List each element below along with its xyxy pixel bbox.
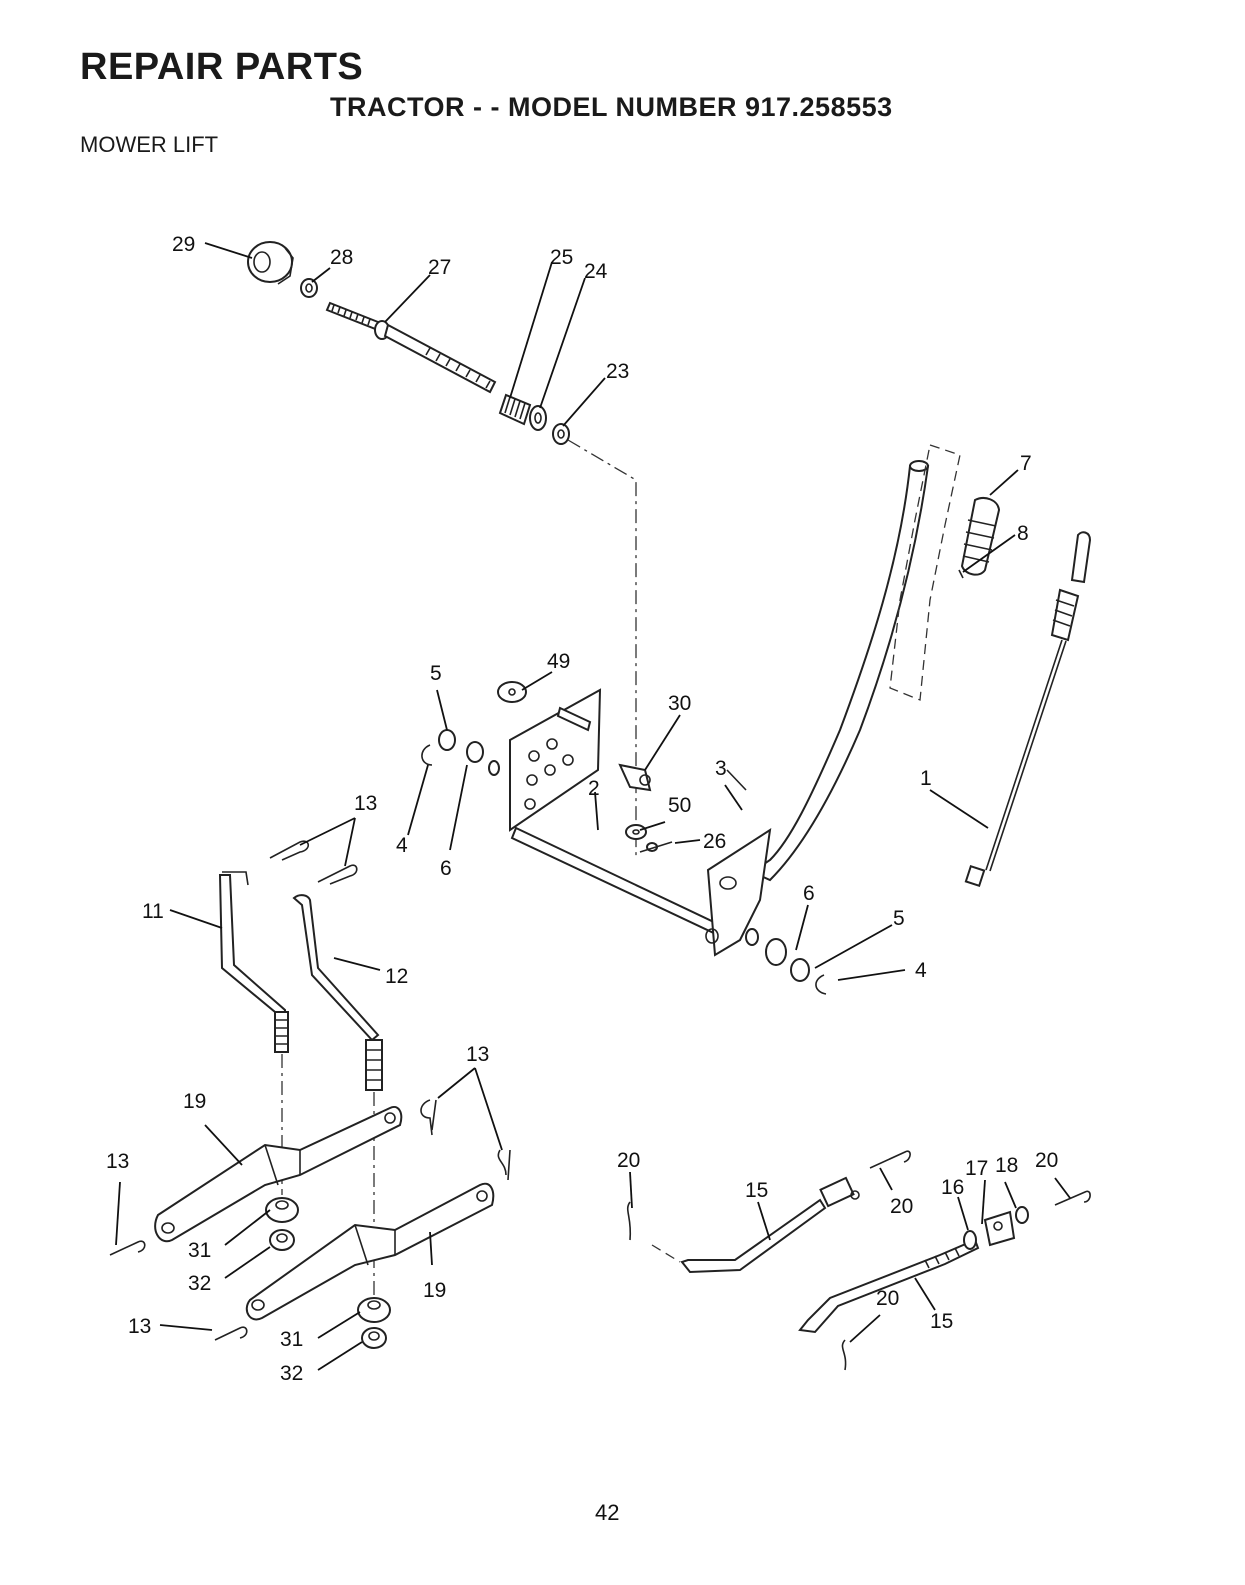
callout-5-right: 5 xyxy=(893,907,905,930)
washer-50 xyxy=(626,825,646,839)
callout-4-right: 4 xyxy=(915,959,927,982)
callout-5-left: 5 xyxy=(430,662,442,685)
hairpin-13-top xyxy=(270,841,357,884)
callout-50: 50 xyxy=(668,794,691,817)
callout-2: 2 xyxy=(588,777,600,800)
callout-20-left: 20 xyxy=(617,1149,640,1172)
callout-32-upper: 32 xyxy=(188,1272,211,1295)
bushing-31-lower xyxy=(358,1298,390,1322)
callout-3: 3 xyxy=(715,757,727,780)
callout-25: 25 xyxy=(550,246,573,269)
callout-13-bottom: 13 xyxy=(128,1315,151,1338)
spring-25 xyxy=(500,395,530,424)
lift-link-11 xyxy=(220,872,288,1052)
left-pivot-parts xyxy=(422,730,499,775)
assembly-line-rod xyxy=(568,440,636,860)
callout-20-mid: 20 xyxy=(890,1195,913,1218)
nut-32-upper xyxy=(270,1230,294,1250)
callout-7: 7 xyxy=(1020,452,1032,475)
callout-19-lower: 19 xyxy=(423,1279,446,1302)
callout-1: 1 xyxy=(920,767,932,790)
callout-6-right: 6 xyxy=(803,882,815,905)
leader-lines xyxy=(116,243,1070,1370)
callout-13-top: 13 xyxy=(354,792,377,815)
callout-24: 24 xyxy=(584,260,608,283)
callout-27: 27 xyxy=(428,256,451,279)
threaded-rod-27 xyxy=(327,303,495,392)
callout-26: 26 xyxy=(703,830,726,853)
callout-17: 17 xyxy=(965,1157,988,1180)
bushing-31-upper xyxy=(266,1198,298,1222)
washer-16 xyxy=(964,1231,976,1249)
callout-30: 30 xyxy=(668,692,691,715)
washer-28 xyxy=(301,279,317,297)
callout-20-right: 20 xyxy=(1035,1149,1058,1172)
callout-20-bottom: 20 xyxy=(876,1287,899,1310)
callout-49: 49 xyxy=(547,650,570,673)
callout-19-upper: 19 xyxy=(183,1090,206,1113)
washer-24 xyxy=(530,406,546,430)
callout-11: 11 xyxy=(142,900,164,923)
bolt-26 xyxy=(640,842,672,852)
callout-29: 29 xyxy=(172,233,195,256)
assembly-line-rod-15 xyxy=(652,1245,680,1262)
callout-23: 23 xyxy=(606,360,629,383)
cross-shaft-2 xyxy=(512,828,720,935)
callout-8: 8 xyxy=(1017,522,1029,545)
callout-31-upper: 31 xyxy=(188,1239,211,1262)
callout-15-upper: 15 xyxy=(745,1179,768,1202)
block-17 xyxy=(985,1212,1014,1245)
callout-28: 28 xyxy=(330,246,353,269)
callout-16: 16 xyxy=(941,1176,964,1199)
grip-7 xyxy=(962,498,999,575)
page-number: 42 xyxy=(595,1500,619,1526)
callout-18: 18 xyxy=(995,1154,1018,1177)
bracket-49 xyxy=(498,682,600,830)
callout-6-left: 6 xyxy=(440,857,452,880)
pin-8 xyxy=(959,570,963,578)
callout-32-lower: 32 xyxy=(280,1362,303,1385)
callout-31-lower: 31 xyxy=(280,1328,303,1351)
nut-32-lower xyxy=(362,1328,386,1348)
nut-18 xyxy=(1016,1207,1028,1223)
callout-12: 12 xyxy=(385,965,408,988)
callout-13-mid: 13 xyxy=(466,1043,489,1066)
nut-23 xyxy=(553,424,569,444)
right-pivot-parts xyxy=(746,929,826,994)
pin-3 xyxy=(727,770,746,790)
knob-29 xyxy=(248,242,293,284)
rod-15-upper xyxy=(682,1178,859,1272)
callout-13-left: 13 xyxy=(106,1150,129,1173)
callout-4-left: 4 xyxy=(396,834,408,857)
lift-link-12 xyxy=(294,895,382,1090)
lift-handle xyxy=(752,461,928,880)
callout-numbers: 29 28 27 25 24 23 7 8 49 5 30 3 13 4 6 2… xyxy=(106,233,1058,1385)
control-rod-1 xyxy=(966,532,1090,885)
callout-15-lower: 15 xyxy=(930,1310,953,1333)
